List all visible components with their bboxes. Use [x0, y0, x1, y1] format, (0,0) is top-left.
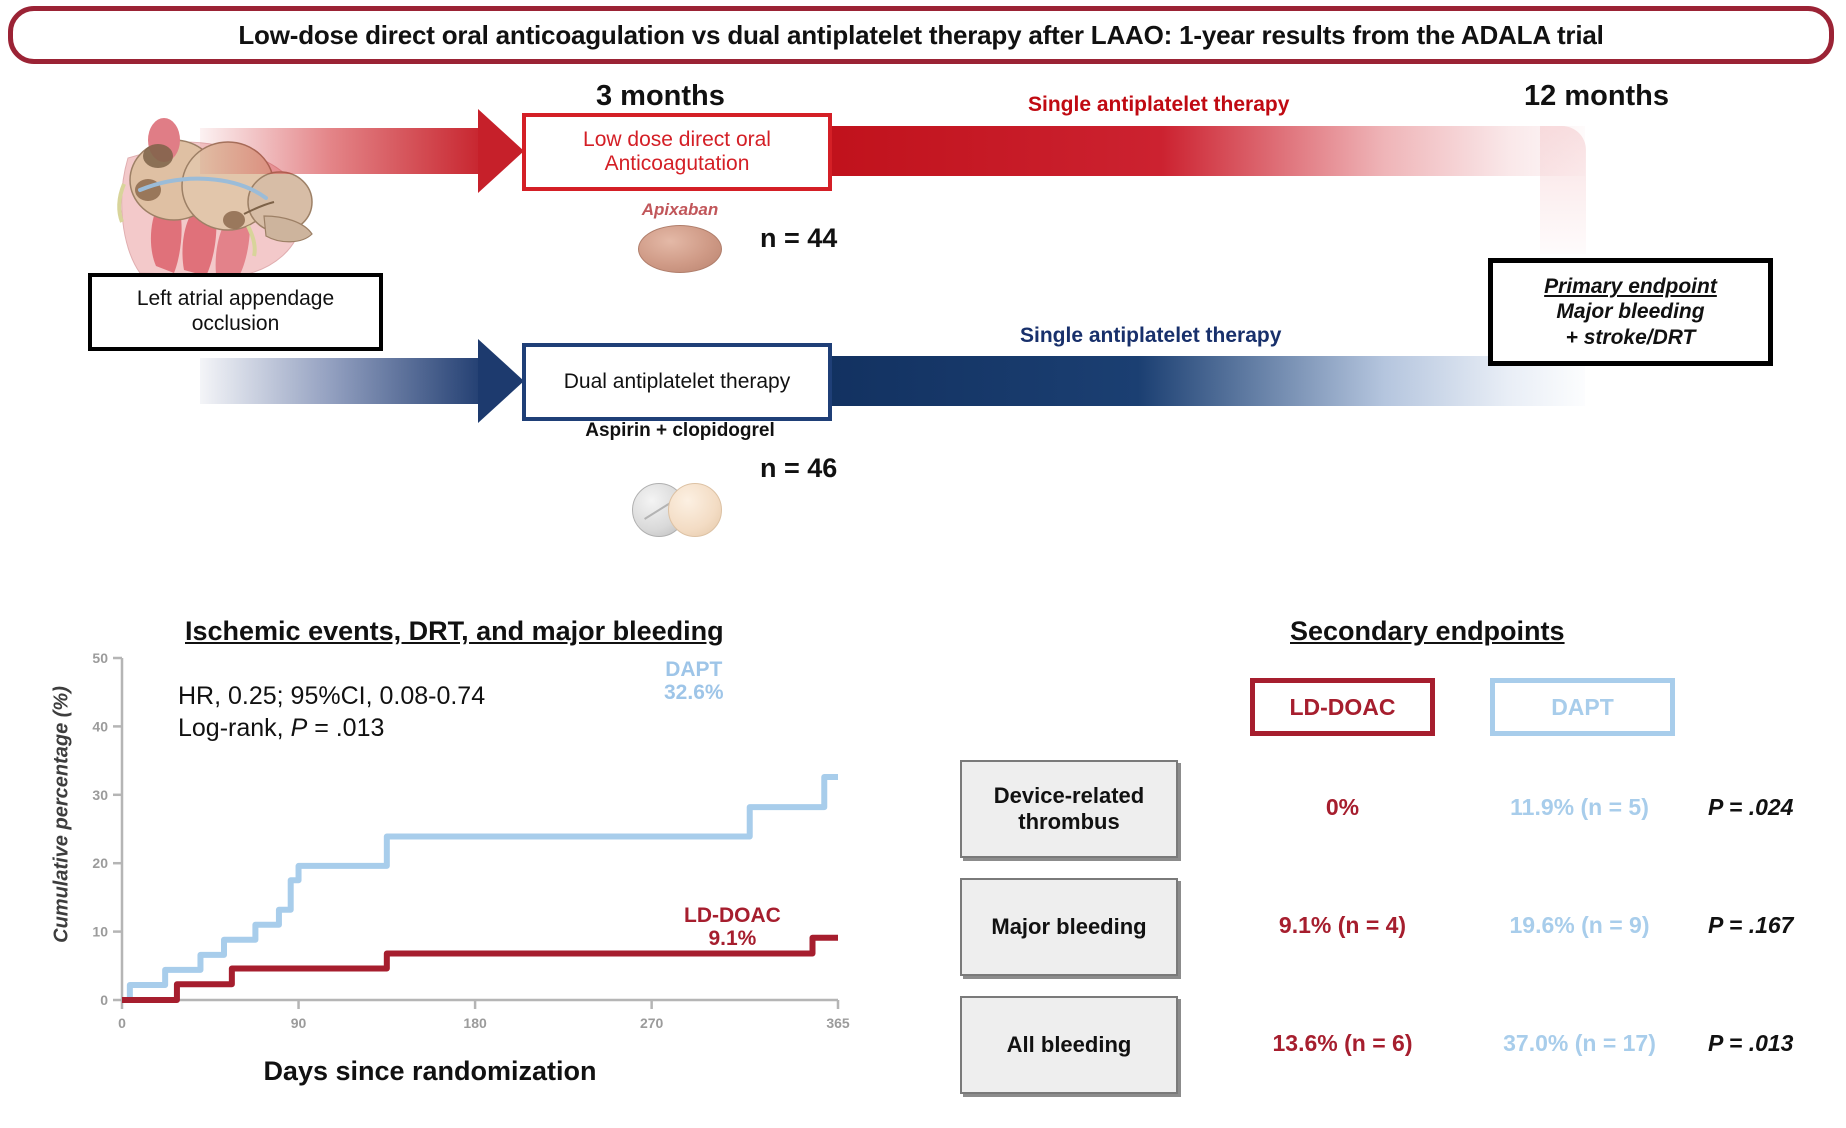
red-arm-elbow: [1540, 126, 1586, 254]
secondary-endpoints-title: Secondary endpoints: [1290, 616, 1565, 646]
column-header-ld-doac: LD-DOAC: [1250, 678, 1435, 736]
row-label-all-bleeding: All bleeding: [960, 996, 1178, 1094]
primary-endpoint-line-2: + stroke/DRT: [1565, 325, 1696, 349]
chart-hr-line: HR, 0.25; 95%CI, 0.08-0.74: [178, 682, 486, 710]
secondary-endpoints-panel: Secondary endpoints LD-DOAC DAPT Device-…: [960, 608, 1846, 1128]
column-header-dapt: DAPT: [1490, 678, 1675, 736]
row-0-dapt-value: 11.9% (n = 5): [1510, 794, 1649, 820]
red-arm-followup-shaft: [815, 126, 1585, 176]
drug-label-aspirin-clopidogrel: Aspirin + clopidogrel: [585, 420, 775, 441]
row-label-major-bleeding: Major bleeding: [960, 878, 1178, 976]
svg-text:30: 30: [92, 787, 108, 803]
curve-label-dapt-value: 32.6%: [664, 681, 724, 705]
row-1-ld-doac-value: 9.1% (n = 4): [1278, 912, 1407, 938]
svg-text:90: 90: [291, 1015, 307, 1031]
timeline-label-3-months: 3 months: [596, 80, 725, 112]
laao-entry-label: Left atrial appendage occlusion: [136, 287, 335, 335]
primary-endpoint-heading: Primary endpoint: [1544, 275, 1717, 299]
page-title: Low-dose direct oral anticoagulation vs …: [238, 19, 1604, 50]
sample-size-dapt: n = 46: [760, 453, 838, 483]
laao-entry-box: Left atrial appendage occlusion: [88, 273, 383, 351]
row-1-dapt-value: 19.6% (n = 9): [1509, 912, 1650, 938]
logrank-p-symbol: P: [290, 714, 308, 742]
blue-arm-inbound-arrowhead: [478, 339, 524, 423]
blue-arm-followup-label: Single antiplatelet therapy: [1020, 324, 1282, 347]
red-arm-followup-label: Single antiplatelet therapy: [1028, 93, 1290, 116]
left-atrial-appendage-illustration: [88, 98, 348, 288]
curve-label-dapt: DAPT 32.6%: [664, 658, 724, 704]
primary-endpoint-line-1: Major bleeding: [1556, 300, 1705, 324]
svg-text:50: 50: [92, 650, 108, 666]
svg-text:20: 20: [92, 855, 108, 871]
sample-size-ld-doac: n = 44: [760, 223, 838, 253]
svg-text:180: 180: [463, 1015, 487, 1031]
chart-title: Ischemic events, DRT, and major bleeding: [185, 616, 724, 646]
apixaban-pill-icon: [638, 225, 722, 273]
red-arm-inbound-arrowhead: [478, 109, 524, 193]
curve-label-ld-doac-value: 9.1%: [708, 927, 757, 951]
svg-text:0: 0: [118, 1015, 126, 1031]
row-label-device-related-thrombus: Device-related thrombus: [960, 760, 1178, 858]
treatment-box-dapt: Dual antiplatelet therapy: [522, 343, 832, 421]
row-2-dapt-value: 37.0% (n = 17): [1503, 1030, 1656, 1056]
treatment-box-ld-doac: Low dose direct oral Anticoagutation: [522, 113, 832, 191]
title-banner: Low-dose direct oral anticoagulation vs …: [8, 6, 1834, 64]
svg-text:10: 10: [92, 924, 108, 940]
blue-arm-followup-shaft: [815, 356, 1585, 406]
svg-text:40: 40: [92, 718, 108, 734]
row-0-p-value: P = .024: [1708, 794, 1794, 820]
row-0-ld-doac-value: 0%: [1325, 794, 1360, 820]
km-chart-panel: Ischemic events, DRT, and major bleeding…: [0, 608, 900, 1128]
timeline-label-12-months: 12 months: [1524, 80, 1670, 112]
km-plot-area: 0 10 20 30 40 50 0 90 180 270 365: [92, 650, 850, 1031]
drug-label-apixaban: Apixaban: [641, 200, 719, 219]
curve-label-dapt-name: DAPT: [665, 658, 723, 681]
blue-arm-inbound-shaft: [200, 358, 490, 404]
curve-label-ld-doac-name: LD-DOAC: [684, 904, 781, 927]
curve-label-ld-doac: LD-DOAC 9.1%: [684, 904, 781, 950]
row-2-ld-doac-value: 13.6% (n = 6): [1272, 1030, 1413, 1056]
row-1-p-value: P = .167: [1708, 912, 1794, 938]
clopidogrel-pill-icon: [668, 483, 722, 537]
row-2-p-value: P = .013: [1708, 1030, 1794, 1056]
logrank-p-value: = .013: [307, 714, 385, 742]
chart-logrank-line: Log-rank, P = .013: [178, 712, 485, 744]
study-flow-diagram: 3 months 12 months Left atrial appendage…: [0, 68, 1846, 608]
chart-statistics-annotation: HR, 0.25; 95%CI, 0.08-0.74 Log-rank, P =…: [178, 680, 485, 744]
primary-endpoint-box: Primary endpoint Major bleeding + stroke…: [1488, 258, 1773, 366]
chart-x-axis-label: Days since randomization: [263, 1056, 597, 1086]
red-arm-inbound-shaft: [200, 128, 490, 174]
svg-text:365: 365: [826, 1015, 850, 1031]
logrank-prefix: Log-rank,: [178, 714, 291, 742]
table-row: Major bleeding 9.1% (n = 4) 19.6% (n = 9…: [960, 878, 1846, 976]
treatment-box-dapt-label: Dual antiplatelet therapy: [563, 369, 791, 393]
table-row: All bleeding 13.6% (n = 6) 37.0% (n = 17…: [960, 996, 1846, 1094]
treatment-box-ld-doac-label: Low dose direct oral Anticoagutation: [583, 127, 771, 175]
table-row: Device-related thrombus 0% 11.9% (n = 5)…: [960, 760, 1846, 858]
svg-text:270: 270: [640, 1015, 664, 1031]
svg-text:0: 0: [100, 992, 108, 1008]
